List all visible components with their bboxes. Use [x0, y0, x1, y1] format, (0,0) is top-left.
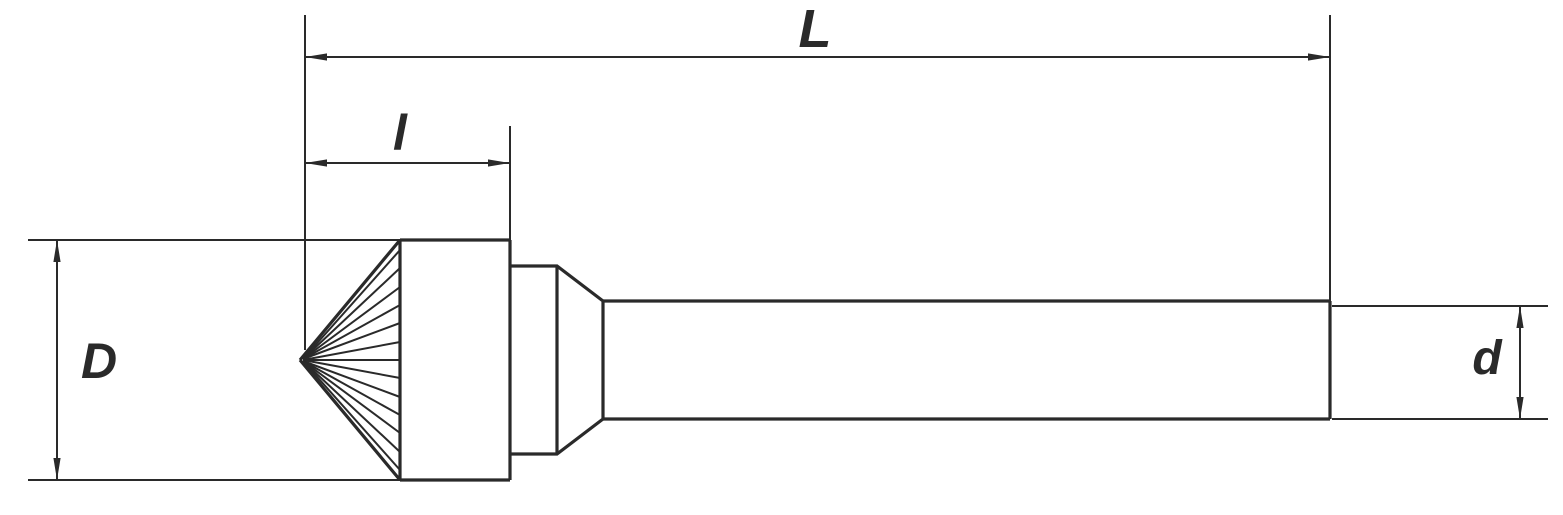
- label-flute-length: l: [393, 105, 408, 161]
- label-total-length: L: [799, 0, 832, 59]
- flute-lines: [302, 249, 401, 471]
- burr-outline: [298, 238, 1332, 482]
- collar-taper-outline: [510, 264, 605, 456]
- dimension-flute-length: l: [305, 105, 511, 240]
- label-head-diameter: D: [81, 333, 117, 389]
- shank-outline: [603, 299, 1332, 421]
- dimension-total-length: L: [304, 0, 1331, 350]
- head-body-outline: [400, 238, 512, 482]
- dimension-shank-diameter: d: [1332, 305, 1548, 420]
- label-shank-diameter: d: [1472, 332, 1503, 385]
- dimension-head-diameter: D: [28, 239, 400, 481]
